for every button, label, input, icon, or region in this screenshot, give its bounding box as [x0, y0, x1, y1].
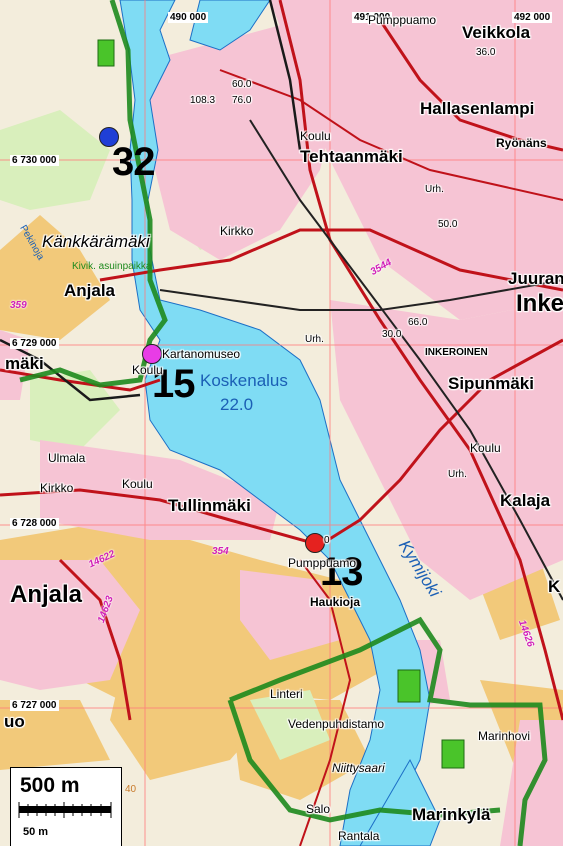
place-label: Anjala	[64, 281, 116, 300]
place-label: Känkkärämäki	[42, 232, 150, 251]
place-label: uo	[4, 712, 25, 731]
marker-15-dot[interactable]	[142, 344, 162, 364]
place-label: Koulu	[470, 441, 501, 455]
place-label: Marinhovi	[478, 729, 531, 743]
place-label: Hallasenlampi	[420, 99, 535, 118]
elevation-label: 76.0	[232, 95, 252, 106]
grid-label-y: 6 727 000	[10, 700, 59, 711]
place-label: Inke	[516, 290, 563, 317]
place-label: Kalaja	[500, 491, 551, 510]
grid-label-x: 491 000	[352, 12, 393, 23]
place-label: Vedenpuhdistamo	[288, 717, 385, 731]
elevation-label: 36.0	[476, 47, 496, 58]
place-label: Ryönäns	[496, 136, 547, 150]
place-label: Salo	[306, 802, 331, 816]
place-label: Koulu	[132, 363, 163, 377]
scale-bar: 500 m 50 m	[10, 767, 122, 846]
place-label: Ulmala	[48, 451, 86, 465]
place-label: Urh.	[305, 334, 324, 345]
water-label: Koskenalus	[200, 371, 288, 390]
place-label: Sipunmäki	[448, 374, 534, 393]
place-label: Kirkko	[220, 224, 254, 238]
route-number: 359	[10, 300, 27, 311]
grid-label-y: 6 730 000	[10, 155, 59, 166]
place-label: Juuran	[508, 269, 563, 288]
route-number: 354	[212, 546, 229, 557]
place-label: Koulu	[122, 477, 153, 491]
elevation-label: 50.0	[438, 219, 458, 230]
marker-13-dot[interactable]	[305, 533, 325, 553]
hiking-trail	[19, 0, 548, 846]
place-label: INKEROINEN	[425, 347, 488, 358]
place-label: Kartanomuseo	[162, 347, 241, 361]
elevation-label: 66.0	[408, 317, 428, 328]
place-label: Tullinmäki	[168, 496, 251, 515]
place-label: Pumppuamo	[368, 13, 437, 27]
place-label: Urh.	[425, 184, 444, 195]
grid-label-x: 490 000	[168, 12, 209, 23]
place-label: Niittysaari	[332, 761, 385, 775]
place-label: Marinkylä	[412, 805, 491, 824]
place-label: Haukioja	[310, 595, 361, 609]
place-label: Tehtaanmäki	[300, 147, 403, 166]
elevation-label: 108.3	[190, 95, 216, 106]
place-label: Kirkko	[40, 481, 74, 495]
railway	[159, 119, 563, 601]
place-label: Rantala	[338, 829, 380, 843]
place-label: Anjala	[10, 581, 83, 608]
elevation-label: 60.0	[232, 79, 252, 90]
green-site-markers	[97, 39, 465, 769]
place-label: mäki	[5, 354, 44, 373]
place-label: Veikkola	[462, 23, 531, 42]
place-label: Urh.	[448, 469, 467, 480]
marker-15-label[interactable]: 15	[152, 362, 195, 406]
marker-32-label[interactable]: 32	[112, 140, 155, 184]
boundary-line	[0, 0, 302, 402]
scale-minor-label: 50 m	[23, 826, 49, 838]
place-label: Pumppuamo	[288, 556, 357, 570]
place-label: Koulu	[300, 129, 331, 143]
grid-label-x: 492 000	[512, 12, 553, 23]
scale-ruler	[18, 802, 112, 818]
grid-label-y: 6 728 000	[10, 518, 59, 529]
elevation-label: 40	[125, 784, 137, 795]
grid-label-y: 6 729 000	[10, 338, 59, 349]
marker-32-dot[interactable]	[99, 127, 119, 147]
scale-major-label: 500 m	[20, 774, 80, 797]
elevation-label: 0	[324, 535, 330, 546]
place-label: Kivik. asuinpaikka	[72, 261, 152, 272]
marker-13-label[interactable]: 13	[320, 550, 363, 594]
place-label: K	[548, 577, 561, 596]
water-depth-label: 22.0	[220, 395, 254, 414]
place-label: Linteri	[270, 687, 303, 701]
elevation-label: 30.0	[382, 329, 402, 340]
